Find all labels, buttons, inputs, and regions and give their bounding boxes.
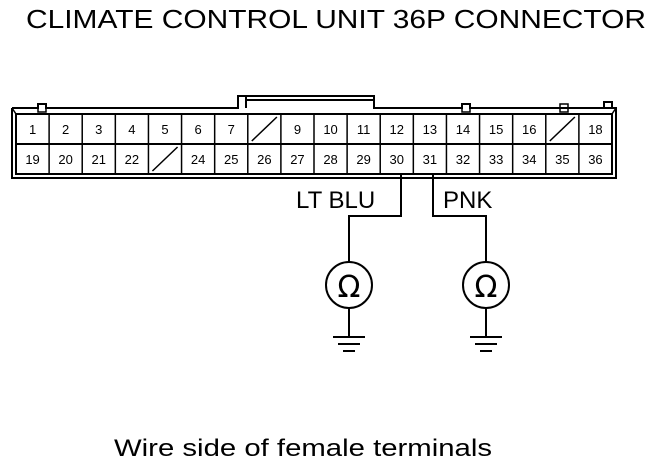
terminal-number: 20 (58, 152, 72, 167)
terminal-number: 22 (125, 152, 139, 167)
terminal-number: 3 (95, 122, 102, 137)
terminal-number: 14 (456, 122, 470, 137)
terminal-number: 9 (294, 122, 301, 137)
terminal-number: 29 (356, 152, 370, 167)
terminal-number: 18 (588, 122, 602, 137)
terminal-number: 26 (257, 152, 271, 167)
diagram-caption: Wire side of female terminals (114, 435, 492, 462)
terminal-number: 30 (390, 152, 404, 167)
terminal-number: 19 (25, 152, 39, 167)
terminal-number: 5 (161, 122, 168, 137)
wire-color-label-lt-blu: LT BLU (296, 187, 375, 214)
terminal-number: 10 (323, 122, 337, 137)
terminal-number: 7 (228, 122, 235, 137)
terminal-number: 21 (92, 152, 106, 167)
terminal-number: 2 (62, 122, 69, 137)
ohmmeter-right: Ω (462, 261, 510, 336)
unused-terminal-slash (251, 116, 278, 142)
terminal-number: 4 (128, 122, 135, 137)
terminal-number: 35 (555, 152, 569, 167)
ground-icon (333, 336, 365, 352)
terminal-number: 15 (489, 122, 503, 137)
diagram-title: CLIMATE CONTROL UNIT 36P CONNECTOR (26, 4, 646, 34)
terminal-number: 24 (191, 152, 205, 167)
probe-wire-right (432, 174, 487, 262)
terminal-number: 33 (489, 152, 503, 167)
terminal-number: 27 (290, 152, 304, 167)
ohm-symbol-right: Ω (475, 270, 498, 305)
terminal-number: 31 (423, 152, 437, 167)
terminal-number: 1 (29, 122, 36, 137)
ohm-symbol-left: Ω (338, 270, 361, 305)
terminal-number: 34 (522, 152, 536, 167)
terminal-number: 32 (456, 152, 470, 167)
probe-wire-left (348, 174, 402, 262)
terminal-number: 6 (194, 122, 201, 137)
ground-icon (470, 336, 502, 352)
unused-terminal-slash (151, 146, 179, 172)
ohmmeter-left: Ω (325, 261, 373, 336)
terminal-number: 28 (323, 152, 337, 167)
terminal-number: 11 (357, 122, 371, 137)
wire-color-label-pnk: PNK (443, 187, 492, 214)
terminal-number: 25 (224, 152, 238, 167)
terminal-number: 36 (588, 152, 602, 167)
terminal-number: 12 (390, 122, 404, 137)
connector-bottom-row: 19 20 21 22 24 25 26 27 28 29 30 31 32 33 34 35 36 (25, 144, 603, 174)
terminal-number: 16 (522, 122, 536, 137)
terminal-number: 13 (423, 122, 437, 137)
unused-terminal-slash (549, 116, 576, 142)
